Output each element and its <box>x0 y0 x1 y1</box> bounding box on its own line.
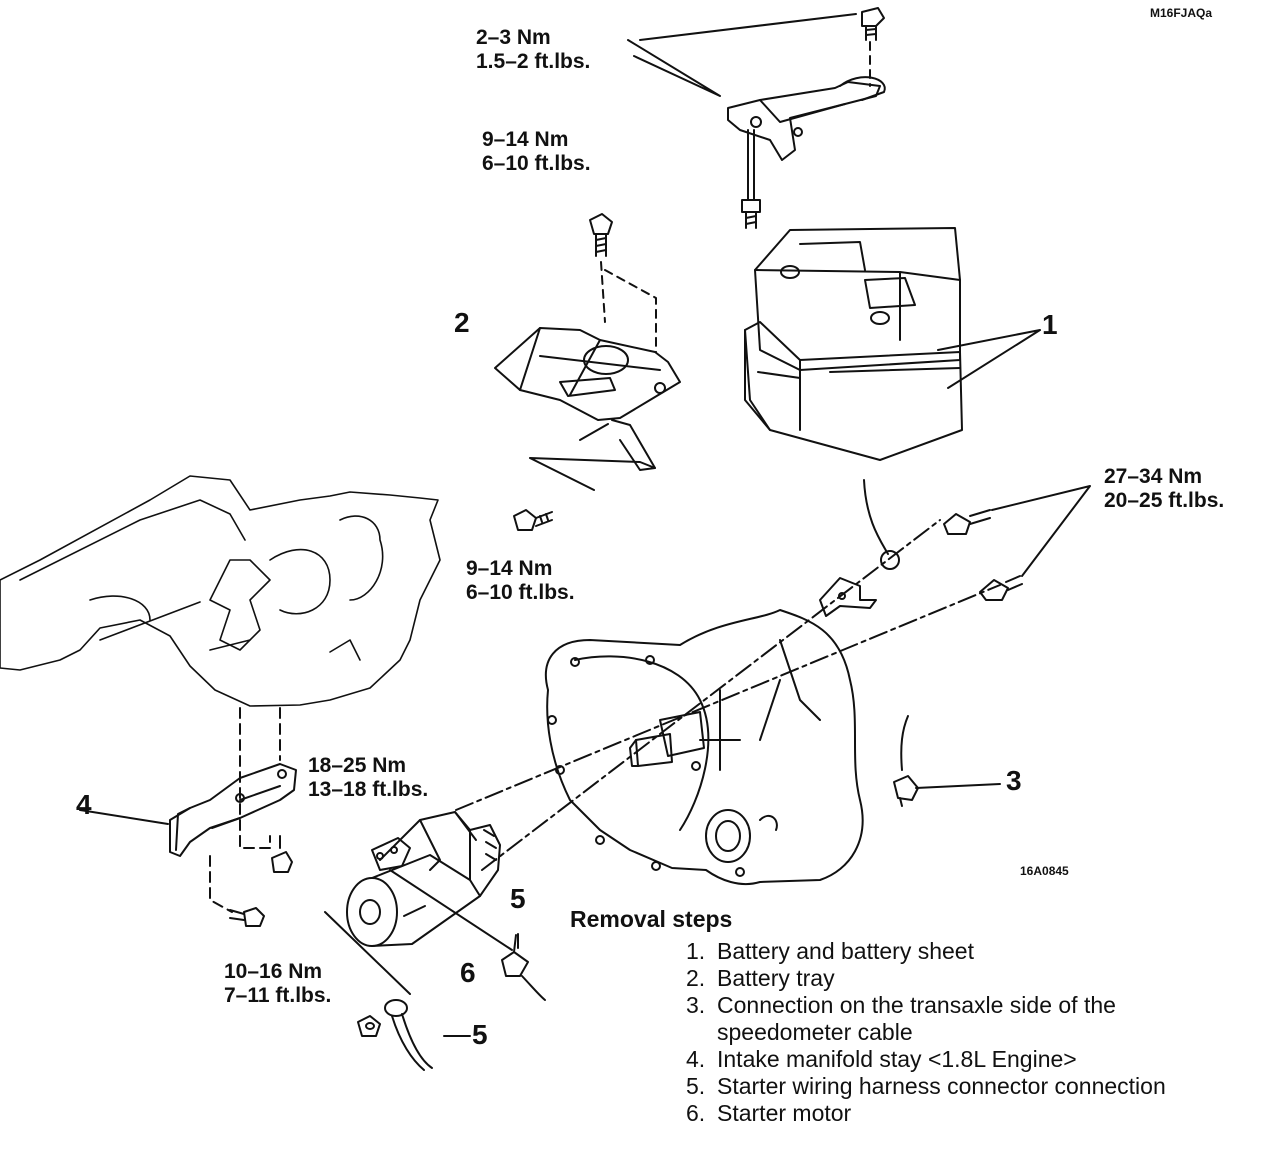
torque-nm: 27–34 Nm <box>1104 465 1203 488</box>
battery-tray <box>494 327 681 471</box>
starter-cable-terminal <box>384 999 433 1071</box>
battery-leader-lines <box>937 329 1041 389</box>
step-text: Starter wiring harness connector connect… <box>717 1073 1166 1099</box>
starter-bolt-leader-lines <box>991 485 1091 577</box>
torque-nm: 2–3 Nm <box>476 26 551 49</box>
figure-code: 16A0845 <box>1020 864 1069 878</box>
torque-ftlbs: 7–11 ft.lbs. <box>224 984 332 1007</box>
step-number: 3. <box>686 992 706 1018</box>
starter-motor <box>346 811 501 947</box>
tray-top-bolt <box>589 213 613 257</box>
torque-spec-battery-holder-nut: 9–14 Nm 6–10 ft.lbs. <box>482 128 591 176</box>
step-number: 5. <box>686 1073 706 1099</box>
terminal-nut <box>357 1015 381 1037</box>
step-text: Connection on the transaxle side of the … <box>717 992 1116 1045</box>
starter-bolt-upper <box>943 509 991 535</box>
step-number: 1. <box>686 938 706 964</box>
ground-cable <box>863 479 889 555</box>
callout-battery: 1 <box>1042 309 1058 340</box>
torque-nm: 10–16 Nm <box>224 960 323 983</box>
torque-spec-manifold-stay-bolt: 18–25 Nm 13–18 ft.lbs. <box>308 754 428 802</box>
stay-bolt-axis <box>209 835 271 913</box>
ground-cable-eyelet <box>880 550 900 570</box>
callout-starter-motor: 6 <box>460 957 476 988</box>
torque-ftlbs: 6–10 ft.lbs. <box>482 152 591 175</box>
transaxle-housing <box>544 609 864 886</box>
torque-ftlbs: 20–25 ft.lbs. <box>1104 489 1225 512</box>
step-number: 4. <box>686 1046 706 1072</box>
speedometer-cable <box>893 715 919 807</box>
ground-bracket <box>819 577 877 617</box>
callout-intake-manifold-stay: 4 <box>76 789 92 820</box>
callout-starter-connector: 5 <box>510 883 526 914</box>
starter-wire-to-connector <box>389 869 513 951</box>
callout-speedometer-cable: 3 <box>1006 765 1022 796</box>
starter-upper-bolt-axis <box>455 584 1001 811</box>
removal-step: 6. Starter motor <box>686 1100 1237 1127</box>
torque-spec-tray-bolt: 9–14 Nm 6–10 ft.lbs. <box>466 557 575 605</box>
tray-bolt-axis <box>600 261 657 353</box>
bracket-leader-lines <box>627 13 857 97</box>
removal-step: 4. Intake manifold stay <1.8L Engine> <box>686 1046 1237 1073</box>
step-text: Starter motor <box>717 1100 852 1126</box>
torque-nm: 9–14 Nm <box>466 557 553 580</box>
bracket-bolt <box>861 7 885 41</box>
torque-spec-starter-bolts: 27–34 Nm 20–25 ft.lbs. <box>1104 465 1224 513</box>
starter-lower-bolt-axis <box>481 519 941 871</box>
removal-step: 5. Starter wiring harness connector conne… <box>686 1073 1237 1100</box>
terminal-leader-lines <box>324 911 471 1037</box>
engine-block-outline <box>0 475 441 707</box>
step-text: Battery and battery sheet <box>717 938 974 964</box>
torque-ftlbs: 13–18 ft.lbs. <box>308 778 429 801</box>
drawing-code: M16FJAQa <box>1150 6 1213 20</box>
callout-starter-cable: 5 <box>472 1019 488 1050</box>
removal-step: 3. Connection on the transaxle side of th… <box>686 992 1237 1046</box>
stay-bolt-upper <box>271 835 293 873</box>
step-number: 2. <box>686 965 706 991</box>
callout-battery-tray: 2 <box>454 307 470 338</box>
torque-ftlbs: 6–10 ft.lbs. <box>466 581 575 604</box>
removal-step: 1. Battery and battery sheet <box>686 938 1237 965</box>
starter-bolt-lower <box>979 575 1023 601</box>
removal-steps-list: 1. Battery and battery sheet 2. Battery tr… <box>686 938 1237 1127</box>
intake-manifold-stay <box>169 763 297 857</box>
engine-stay-axis <box>239 707 281 851</box>
battery-holder-bracket <box>727 76 886 229</box>
step-text: Intake manifold stay <1.8L Engine> <box>717 1046 1077 1072</box>
torque-nm: 18–25 Nm <box>308 754 407 777</box>
step-number: 6. <box>686 1100 706 1126</box>
torque-ftlbs: 1.5–2 ft.lbs. <box>476 50 591 73</box>
removal-steps-title: Removal steps <box>570 906 733 932</box>
torque-nm: 9–14 Nm <box>482 128 569 151</box>
speedometer-leader-line <box>915 783 1001 789</box>
torque-spec-bracket-bolt: 2–3 Nm 1.5–2 ft.lbs. <box>476 26 590 74</box>
removal-step: 2. Battery tray <box>686 965 1237 992</box>
battery <box>744 227 963 461</box>
stay-leader-line <box>79 809 169 825</box>
step-text: Battery tray <box>717 965 835 991</box>
starter-connector <box>501 934 546 1001</box>
tray-bolt-bracket-lines <box>529 423 656 491</box>
stay-bolt-lower <box>229 907 265 927</box>
torque-spec-terminal-nut: 10–16 Nm 7–11 ft.lbs. <box>224 960 331 1008</box>
tray-lower-bolt <box>513 509 553 531</box>
